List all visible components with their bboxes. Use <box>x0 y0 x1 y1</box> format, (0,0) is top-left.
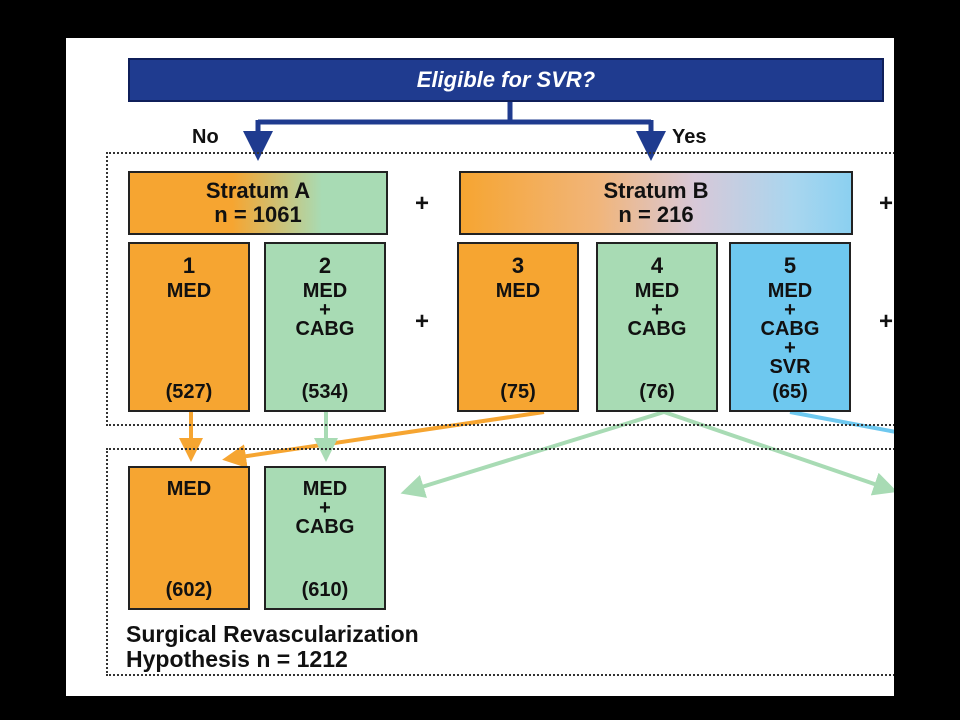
arm-4-card: 4 MED + CABG (76) <box>596 242 718 412</box>
arm-number: 1 <box>182 253 196 278</box>
arm-count: (527) <box>165 381 213 403</box>
arm-3-card: 3 MED (75) <box>457 242 579 412</box>
eligibility-question-banner: Eligible for SVR? <box>128 58 884 102</box>
arm-treatment: MED + CABG <box>627 280 687 340</box>
arm-2-card: 2 MED + CABG (534) <box>264 242 386 412</box>
arm-count: (534) <box>301 381 349 403</box>
stratum-b-n: n = 216 <box>618 202 694 227</box>
stratum-a-title: Stratum A <box>205 178 311 203</box>
arm-count: (76) <box>639 381 675 403</box>
arm-number: 4 <box>650 253 664 278</box>
eligibility-branch-connector <box>243 102 666 161</box>
arm-count: (75) <box>500 381 536 403</box>
arm-count: (610) <box>301 579 349 601</box>
arm-1-card: 1 MED (527) <box>128 242 250 412</box>
arm-count: (602) <box>165 579 213 601</box>
branch-label-yes: Yes <box>672 126 707 148</box>
arm-number: 2 <box>318 253 332 278</box>
arm-5-card: 5 MED + CABG + SVR (65) <box>729 242 851 412</box>
hypothesis-title: Surgical Revascularization Hypothesis n … <box>126 622 419 672</box>
stratum-b-title: Stratum B <box>603 178 709 203</box>
stratum-a-box: Stratum A n = 1061 <box>128 171 388 235</box>
arm-number: 3 <box>511 253 525 278</box>
connector-layer <box>179 102 894 498</box>
plus-sign: + <box>415 190 430 217</box>
arm-treatment: MED <box>495 280 541 302</box>
diagram-canvas: Eligible for SVR? No Yes Stratum A n = 1… <box>66 38 894 696</box>
strata-enclosure <box>106 152 894 426</box>
stratum-b-box: Stratum B n = 216 <box>459 171 853 235</box>
arm-treatment: MED + CABG <box>295 280 355 340</box>
arm-treatment: MED <box>166 280 212 302</box>
arm-treatment: MED + CABG <box>295 478 355 538</box>
arm-treatment: MED + CABG + SVR <box>760 280 820 378</box>
arm3-to-med-arrow <box>222 410 545 469</box>
stratum-a-n: n = 1061 <box>214 202 302 227</box>
hypothesis-title-line2: Hypothesis n = 1212 <box>126 646 348 672</box>
hypothesis-enclosure <box>106 448 894 676</box>
hypothesis-medcabg-card: MED + CABG (610) <box>264 466 386 610</box>
plus-sign: + <box>879 190 894 217</box>
arm5-outgoing-arrow <box>789 410 894 434</box>
hypothesis-title-line1: Surgical Revascularization <box>126 621 419 647</box>
branch-label-no: No <box>192 126 219 148</box>
plus-sign: + <box>879 308 894 335</box>
hypothesis-med-card: MED (602) <box>128 466 250 610</box>
plus-sign: + <box>415 308 430 335</box>
arm-treatment: MED <box>166 478 212 500</box>
arm-count: (65) <box>772 381 808 403</box>
arm-number: 5 <box>783 253 797 278</box>
